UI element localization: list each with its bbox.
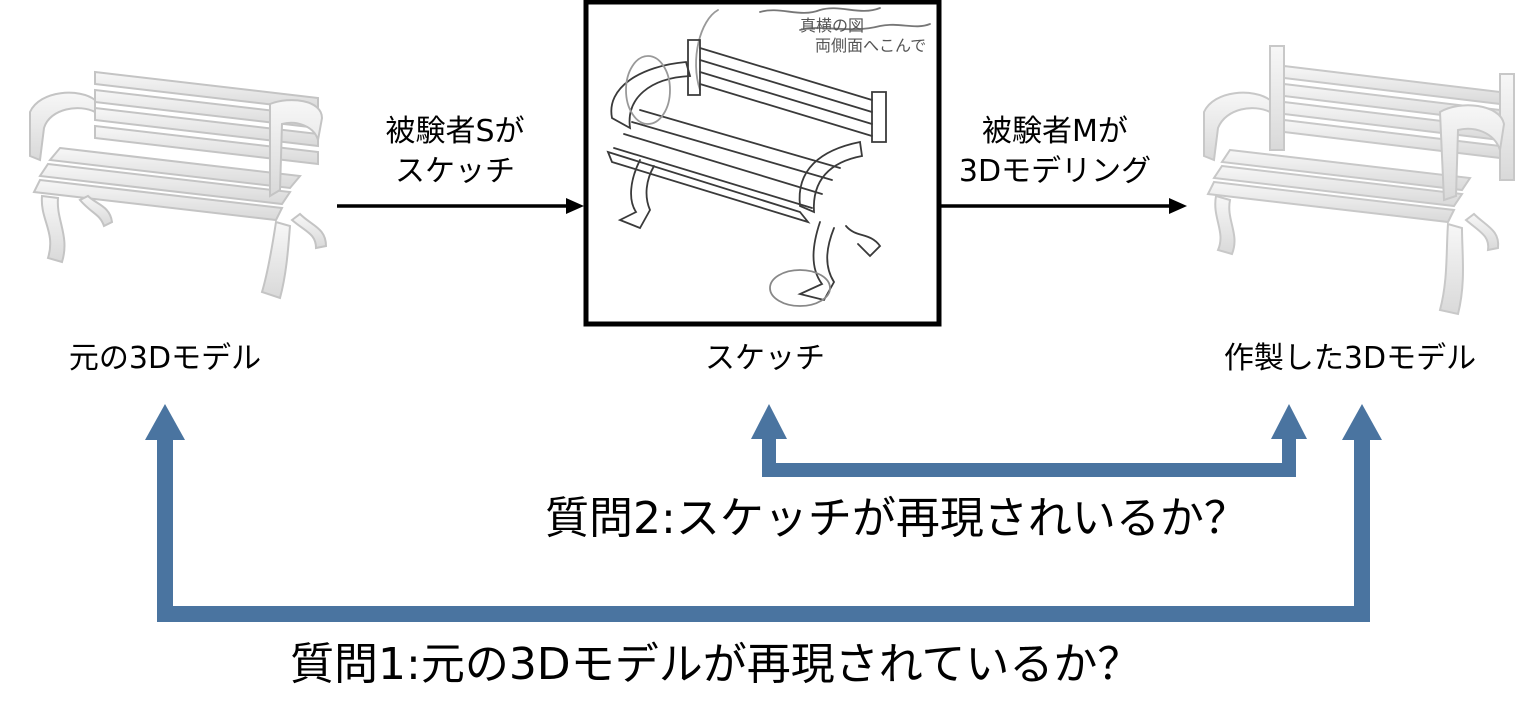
question2-text: 質問2:スケッチが再現されいるか？ bbox=[545, 493, 1248, 544]
sketch-label: スケッチ bbox=[705, 341, 825, 376]
model-step-line1: 被験者Mが bbox=[982, 114, 1128, 149]
question2-bracket-arrow bbox=[751, 404, 1307, 477]
model-step-label: 被験者Mが 3Dモデリング bbox=[945, 112, 1165, 192]
question1-bracket-arrow bbox=[145, 404, 1382, 622]
sketch-step-label: 被験者Sが スケッチ bbox=[345, 112, 565, 192]
created-bench-image bbox=[1203, 45, 1515, 316]
sketch-note-2: 両側面へこんで bbox=[815, 36, 927, 55]
sketch-step-line2: スケッチ bbox=[395, 154, 515, 189]
sketch-image bbox=[606, 7, 931, 307]
question1-text: 質問1:元の3Dモデルが再現されているか？ bbox=[290, 639, 1142, 690]
arrow-sketch-to-created bbox=[941, 198, 1187, 214]
arrow-original-to-sketch bbox=[337, 198, 584, 214]
created-model-label: 作製した3Dモデル bbox=[1223, 341, 1477, 376]
sketch-note-1: 真横の図 bbox=[800, 16, 865, 35]
original-bench-image bbox=[29, 70, 328, 300]
sketch-step-line1: 被験者Sが bbox=[385, 114, 525, 149]
original-model-label: 元の3Dモデル bbox=[68, 341, 262, 376]
model-step-line2: 3Dモデリング bbox=[958, 154, 1152, 189]
